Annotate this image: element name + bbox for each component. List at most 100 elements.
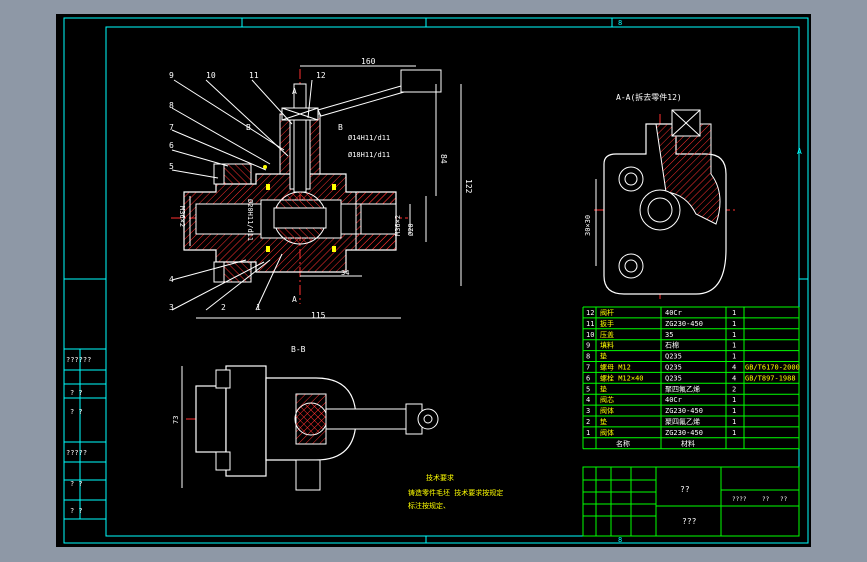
fit-annotation: Ø14H11/d11 xyxy=(348,134,390,142)
section-mark-b: B xyxy=(338,123,343,132)
bom-row-name: 垫 xyxy=(600,417,607,426)
bom-row-name: 压盖 xyxy=(600,330,614,339)
dim-top-width: 160 xyxy=(361,57,376,66)
bom-row-name: 阀芯 xyxy=(600,395,614,404)
bom-row-material: 聚四氟乙烯 xyxy=(665,384,700,393)
scale-cell: ?? xyxy=(780,496,788,503)
front-view-section xyxy=(171,69,442,304)
bom-row-no: 5 xyxy=(586,385,590,393)
bottom-view-bb xyxy=(181,365,439,491)
left-strip-label: ? ? xyxy=(70,408,83,416)
bom-row-qty: 1 xyxy=(732,342,736,350)
left-label-strip xyxy=(63,348,107,520)
dim-height-big: 122 xyxy=(464,179,473,194)
bom-row-material: 40Cr xyxy=(665,396,682,404)
bom-row-qty: 2 xyxy=(732,385,736,393)
part-number: 2 xyxy=(221,303,226,312)
tech-notes-title: 技术要求 xyxy=(426,473,454,482)
bom-row-name: 垫 xyxy=(600,384,607,393)
bom-row-name: 填料 xyxy=(600,341,614,350)
bom-row-no: 8 xyxy=(586,353,590,361)
left-strip-label: ????? xyxy=(66,449,87,457)
section-mark-a: A xyxy=(292,295,297,304)
bom-row-material: Q235 xyxy=(665,374,682,382)
bom-row-qty: 1 xyxy=(732,309,736,317)
bom-row-no: 3 xyxy=(586,407,590,415)
bom-row-no: 9 xyxy=(586,342,590,350)
side-view-aa xyxy=(594,109,736,299)
bom-row-name: 扳手 xyxy=(600,319,614,328)
part-number: 6 xyxy=(169,141,174,150)
side-view-dim: 30×30 xyxy=(584,215,592,236)
part-number: 10 xyxy=(206,71,216,80)
dim-right-thread: M36×2 xyxy=(394,215,402,236)
dim-inner-width: 34 xyxy=(341,269,349,277)
bom-row-name: 阀体 xyxy=(600,428,614,437)
part-number: 11 xyxy=(249,71,259,80)
bom-row-qty: 1 xyxy=(732,353,736,361)
part-number: 7 xyxy=(169,123,174,132)
left-strip-label: ?????? xyxy=(66,356,91,364)
part-number: 9 xyxy=(169,71,174,80)
bom-row-material: ZG230-450 xyxy=(665,320,703,328)
part-number: 4 xyxy=(169,275,174,284)
bom-row-qty: 1 xyxy=(732,331,736,339)
bom-row-qty: 1 xyxy=(732,429,736,437)
title-block-main: ?? xyxy=(680,485,690,494)
bom-row-name: 螺母 M12 xyxy=(600,363,631,372)
tech-notes-line: 铸造零件毛坯 技术要求按规定 xyxy=(408,488,503,497)
zone-mark-bottom: 8 xyxy=(618,536,622,544)
part-number: 3 xyxy=(169,303,174,312)
bom-row-std: GB/T6170-2000 xyxy=(745,364,800,372)
part-number: 8 xyxy=(169,101,174,110)
bom-row-name: 螺栓 M12×40 xyxy=(600,373,644,382)
bom-row-material: 聚四氟乙烯 xyxy=(665,417,700,426)
zone-mark-top: 8 xyxy=(618,19,622,27)
fit-annotation: Ø20H11/d11 xyxy=(246,199,254,241)
bom-row-qty: 1 xyxy=(732,320,736,328)
bom-row-qty: 4 xyxy=(732,364,736,372)
bom-row-std: GB/T897-1988 xyxy=(745,374,796,382)
title-block-sub: ??? xyxy=(682,517,697,526)
dim-height-small: 84 xyxy=(439,154,448,164)
dim-overall-width: 115 xyxy=(311,311,326,320)
part-number: 12 xyxy=(316,71,326,80)
bom-row-no: 2 xyxy=(586,418,590,426)
bom-row-no: 1 xyxy=(586,429,590,437)
left-strip-label: ? ? xyxy=(70,507,83,515)
left-strip-label: ? ? xyxy=(70,480,83,488)
section-mark-a: A xyxy=(292,87,297,96)
bom-row-qty: 4 xyxy=(732,374,736,382)
part-number: 5 xyxy=(169,162,174,171)
bom-row-material: 35 xyxy=(665,331,673,339)
bom-row-material: 40Cr xyxy=(665,309,682,317)
bom-row-name: 阀体 xyxy=(600,406,614,415)
bom-header-material: 材料 xyxy=(681,439,695,448)
bom-row-material: ZG230-450 xyxy=(665,429,703,437)
bom-row-material: 石棉 xyxy=(665,341,679,350)
front-view-dimensions xyxy=(189,65,462,319)
bom-row-material: Q235 xyxy=(665,364,682,372)
bom-row-no: 7 xyxy=(586,364,590,372)
bom-row-no: 6 xyxy=(586,374,590,382)
left-strip-label: ? ? xyxy=(70,389,83,397)
part-number: 1 xyxy=(256,303,261,312)
bottom-view-title: B-B xyxy=(291,345,306,354)
bom-row-name: 阀杆 xyxy=(600,308,614,317)
bom-header-name: 名称 xyxy=(616,439,630,448)
bom-row-no: 10 xyxy=(586,331,594,339)
cad-canvas[interactable]: 8 8 A ?????? ? ? ? ? ????? ? ? ? ? xyxy=(56,14,811,547)
scale-cell: ?? xyxy=(762,496,770,503)
bom-row-material: ZG230-450 xyxy=(665,407,703,415)
bom-row-qty: 1 xyxy=(732,396,736,404)
title-block xyxy=(582,466,800,537)
bottom-view-dim: 73 xyxy=(172,416,180,424)
bom-row-name: 垫 xyxy=(600,352,607,361)
drawing-svg: 8 8 A ?????? ? ? ? ? ????? ? ? ? ? xyxy=(63,17,809,544)
side-view-title: A-A(拆去零件12) xyxy=(616,92,682,102)
bom-row-no: 11 xyxy=(586,320,594,328)
bom-row-material: Q235 xyxy=(665,353,682,361)
bom-row-no: 4 xyxy=(586,396,590,404)
drawing-frame xyxy=(63,17,809,544)
dim-left-thread: M36×2 xyxy=(178,206,186,227)
